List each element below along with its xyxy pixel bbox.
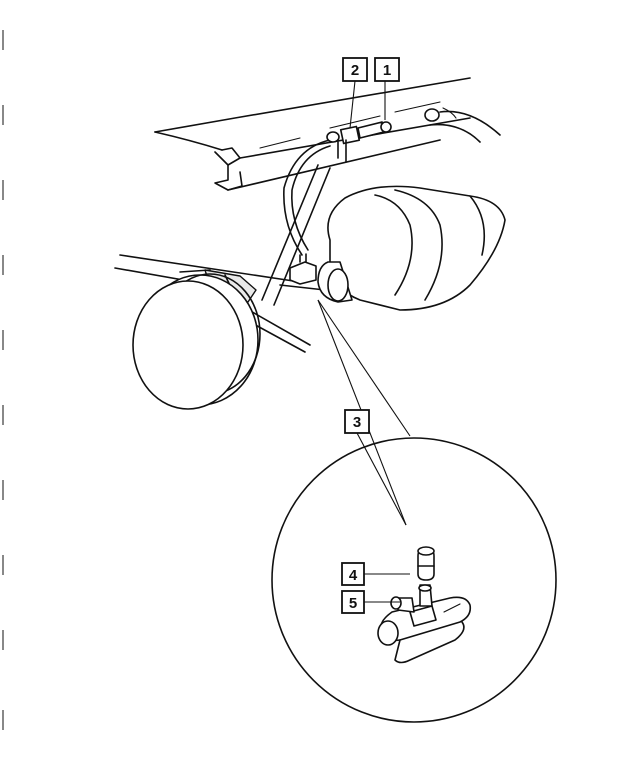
axle-vent-fitting (289, 253, 317, 285)
callout-4-label: 4 (349, 567, 358, 584)
frame-bolt (424, 107, 457, 122)
callout-leaders (349, 80, 410, 603)
wheel-drum (132, 273, 261, 410)
callout-2-label: 2 (351, 62, 359, 79)
callout-4: 4 (341, 562, 365, 586)
callout-3-label: 3 (353, 414, 361, 431)
vent-hose (283, 139, 331, 256)
differential-housing (317, 185, 506, 311)
callout-5: 5 (341, 590, 365, 614)
callout-2: 2 (342, 57, 368, 82)
callout-1: 1 (374, 57, 400, 82)
callout-3-leader (356, 432, 407, 526)
detail-vent-assembly (377, 546, 472, 664)
frame-hose-fitting (326, 121, 392, 163)
callout-5-label: 5 (349, 595, 357, 612)
callout-3: 3 (344, 409, 370, 434)
callout-1-label: 1 (383, 62, 391, 79)
